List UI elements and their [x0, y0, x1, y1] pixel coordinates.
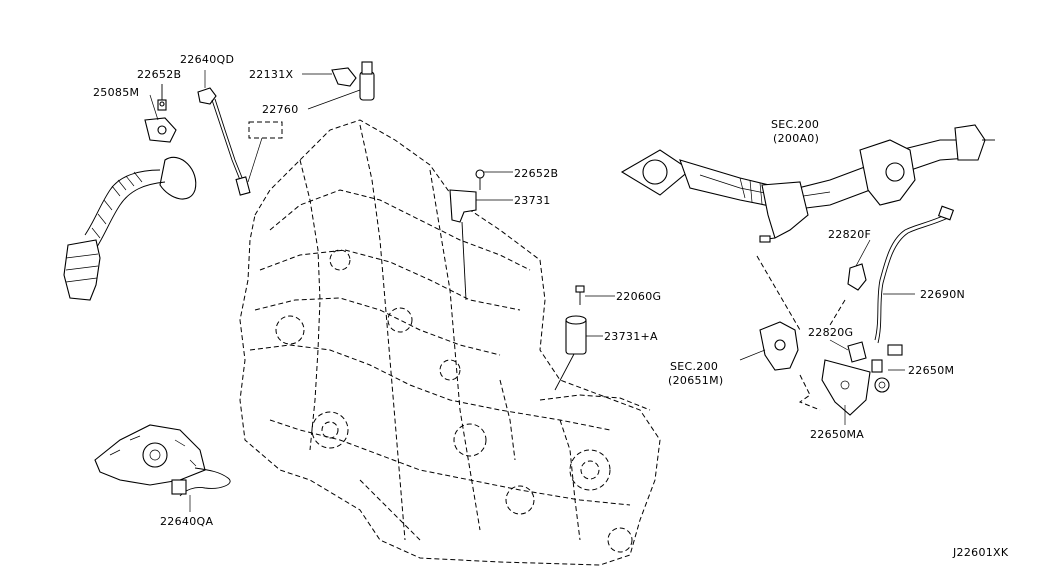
label-25085M[interactable]: 25085M [93, 86, 139, 99]
diagram-id: J22601XK [952, 546, 1009, 559]
label-22640QA[interactable]: 22640QA [160, 515, 213, 528]
engine-block [239, 119, 661, 566]
label-22690N[interactable]: 22690N [920, 288, 965, 301]
bracket-20651M[interactable] [739, 321, 799, 371]
label-22760[interactable]: 22760 [262, 103, 299, 116]
label-sec200-b-line1[interactable]: SEC.200 [670, 360, 718, 373]
label-23731[interactable]: 23731 [514, 194, 551, 207]
label-sec200-a-line2[interactable]: (200A0) [773, 132, 819, 145]
part-23731[interactable] [449, 189, 513, 301]
label-22652B-top[interactable]: 22652B [137, 68, 181, 81]
part-22690N[interactable] [874, 205, 955, 344]
label-22820G[interactable]: 22820G [808, 326, 853, 339]
label-sec200-a-line1[interactable]: SEC.200 [771, 118, 819, 131]
part-22650MA[interactable] [821, 359, 871, 425]
label-22640QD[interactable]: 22640QD [180, 53, 234, 66]
part-22640QD[interactable] [197, 70, 283, 196]
part-22760[interactable] [307, 61, 375, 110]
exhaust-pipe [620, 124, 995, 243]
label-22820F[interactable]: 22820F [828, 228, 871, 241]
part-22820F[interactable] [847, 239, 871, 291]
part-22650M[interactable] [871, 344, 905, 393]
label-23731A[interactable]: 23731+A [604, 330, 658, 343]
labels: 22640QD 22652B 25085M 22131X 22760 22652… [93, 53, 1009, 559]
label-sec200-b-line2[interactable]: (20651M) [668, 374, 723, 387]
part-22060G[interactable] [575, 285, 615, 305]
part-22131X[interactable] [302, 67, 357, 87]
part-25085M[interactable] [144, 94, 177, 143]
label-22652B-mid[interactable]: 22652B [514, 167, 558, 180]
part-23731A[interactable] [554, 315, 603, 391]
label-22650M[interactable]: 22650M [908, 364, 954, 377]
wiring-harness-left [63, 156, 197, 301]
part-22652B-top[interactable] [157, 84, 167, 111]
part-22820G[interactable] [829, 339, 867, 363]
label-22650MA[interactable]: 22650MA [810, 428, 864, 441]
part-22640QA[interactable] [94, 424, 231, 512]
label-22060G[interactable]: 22060G [616, 290, 661, 303]
label-22131X[interactable]: 22131X [249, 68, 293, 81]
part-22652B-mid[interactable] [475, 169, 513, 190]
leader-lines [756, 255, 846, 411]
